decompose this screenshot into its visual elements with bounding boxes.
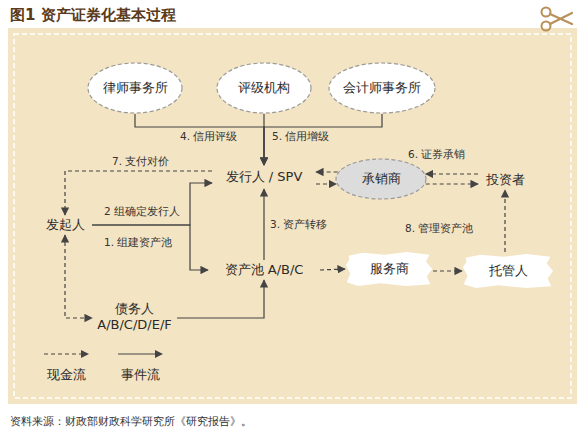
cash-flow-arrow <box>316 183 336 184</box>
node-text: 发行人 / SPV <box>226 169 303 185</box>
cash-flow-arrow <box>316 171 338 172</box>
figure-title: 图1 资产证券化基本过程 <box>10 6 176 25</box>
underwriter-ellipse: 承销商 <box>335 158 427 200</box>
step-label: 4. 信用评级 <box>180 130 237 144</box>
firm-ellipse: 会计师事务所 <box>328 62 436 114</box>
issuer-node: 发行人 / SPV <box>212 165 316 189</box>
legend-line <box>44 353 82 354</box>
node-text: 投资者 <box>486 172 525 188</box>
agency-ellipse: 评级机构 <box>216 62 312 114</box>
legend-line <box>118 353 156 354</box>
cash-flow-arrow <box>320 269 345 270</box>
source-caption: 资料来源：财政部财政科学研究所《研究报告》。 <box>10 414 252 429</box>
legend-text: 事件流 <box>121 367 160 382</box>
firm-ellipse: 律师事务所 <box>87 62 183 114</box>
event-flow-arrow <box>92 183 212 225</box>
node-text: 承销商 <box>362 171 401 187</box>
node-text: 托管人 <box>489 263 528 279</box>
node-text: 发起人 <box>46 217 85 233</box>
node-text: 律师事务所 <box>103 80 168 96</box>
trustee-brush: 托管人 <box>462 252 554 290</box>
servicer-brush: 服务商 <box>345 250 433 288</box>
cash-flow-arrow <box>433 270 462 271</box>
step-label: 8. 管理资产池 <box>405 222 473 236</box>
asset-pool-node: 资产池 A/B/C <box>208 260 320 280</box>
legend-text: 现金流 <box>47 367 86 382</box>
node-text: 服务商 <box>370 261 409 277</box>
event-flow-arrow <box>177 280 264 318</box>
cash-flow-arrow <box>426 183 478 184</box>
debtor-node: 债务人 A/B/C/D/E/F <box>92 297 177 337</box>
legend-item: 事件流 <box>110 348 170 384</box>
node-text: 债务人 A/B/C/D/E/F <box>92 301 177 334</box>
legend-sample <box>115 348 165 360</box>
ellipse-shape <box>217 63 311 113</box>
ellipse-shape <box>336 159 426 199</box>
cash-flow-arrow <box>426 173 478 174</box>
panel-dashed-border <box>14 34 571 398</box>
legend-sample <box>41 348 91 360</box>
brush-shape <box>346 252 432 286</box>
ellipse-shape <box>88 63 182 113</box>
legend-arrowhead <box>81 350 89 358</box>
legend-arrowhead <box>155 350 163 358</box>
node-text: 评级机构 <box>238 80 290 96</box>
investor-node: 投资者 <box>478 170 532 190</box>
step-label: 3. 资产转移 <box>270 218 327 232</box>
cash-flow-arrow <box>65 235 92 318</box>
step-label: 5. 信用增级 <box>272 130 329 144</box>
ellipse-shape <box>329 63 435 113</box>
scissors-icon <box>542 8 573 31</box>
step-label: 7. 支付对价 <box>112 155 169 169</box>
step-label: 1. 组建资产池 <box>104 236 172 250</box>
event-flow-arrow <box>92 225 208 270</box>
step-label: 6. 证券承销 <box>408 148 465 162</box>
brush-shape <box>463 254 553 288</box>
originator-node: 发起人 <box>38 215 92 235</box>
panel-fill <box>8 28 577 404</box>
event-flow-arrow <box>264 114 382 165</box>
legend-item: 现金流 <box>36 348 96 384</box>
cash-flow-arrow <box>504 190 505 252</box>
event-flow-arrow <box>263 189 264 260</box>
node-text: 会计师事务所 <box>343 80 421 96</box>
step-label: 2 组确定发行人 <box>104 205 180 219</box>
node-text: 资产池 A/B/C <box>225 262 304 278</box>
